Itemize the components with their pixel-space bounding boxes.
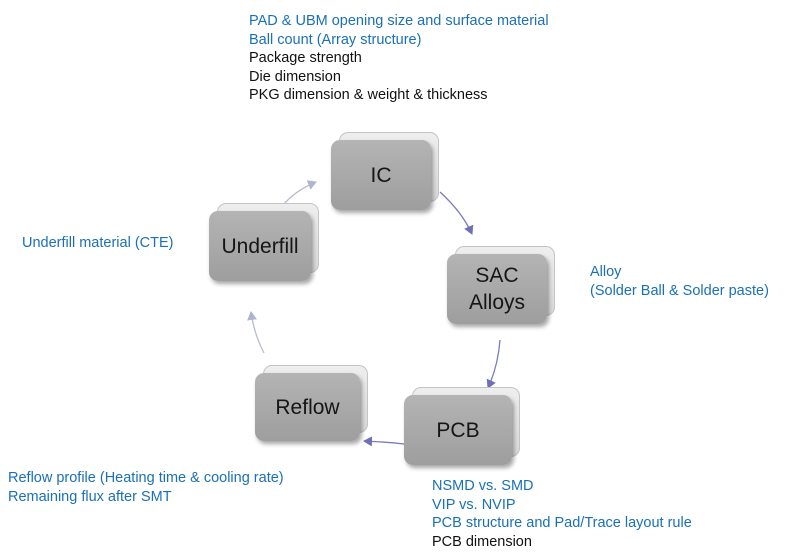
ic-notes: PAD & UBM opening size and surface mater… — [249, 12, 549, 105]
sac-note-alloy: Alloy — [590, 264, 622, 280]
reflow-node: Reflow — [255, 365, 368, 441]
reflow-node-label: Reflow — [275, 395, 340, 419]
arrow-reflow-to-underfill — [247, 311, 265, 354]
ic-note-pkg-dimension: PKG dimension & weight & thickness — [249, 87, 488, 103]
ic-note-die-dimension: Die dimension — [249, 68, 341, 85]
arrow-ic-to-sac — [439, 191, 474, 235]
pcb-note-vip: VIP vs. NVIP — [432, 496, 516, 513]
sac-alloys-node: SAC Alloys — [447, 246, 555, 324]
ic-node: IC — [331, 132, 439, 210]
pcb-node-label: PCB — [436, 418, 480, 442]
reflow-note-profile: Reflow profile (Heating time & cooling r… — [8, 470, 284, 486]
ic-node-label: IC — [370, 163, 392, 187]
sac-node-label-line2: Alloys — [468, 291, 526, 314]
arrow-sac-to-pcb — [486, 339, 501, 389]
sac-node-label-line1: SAC — [475, 264, 519, 287]
sac-notes: Alloy (Solder Ball & Solder paste) — [590, 263, 769, 300]
pcb-note-structure: PCB structure and Pad/Trace layout rule — [432, 515, 692, 531]
arrow-pcb-to-reflow — [363, 436, 405, 447]
underfill-note-material: Underfill material (CTE) — [22, 235, 174, 251]
pcb-notes: NSMD vs. SMD VIP vs. NVIP PCB structure … — [432, 477, 692, 551]
pcb-note-nsmd: NSMD vs. SMD — [432, 478, 534, 494]
ic-note-package-strength: Package strength — [249, 50, 362, 66]
ic-note-pad-ubm: PAD & UBM opening size and surface mater… — [249, 13, 549, 29]
reflow-note-flux: Remaining flux after SMT — [8, 488, 172, 505]
ic-note-ball-count: Ball count (Array structure) — [249, 31, 422, 48]
pcb-node: PCB — [404, 387, 520, 465]
sac-note-solder: (Solder Ball & Solder paste) — [590, 282, 769, 299]
underfill-node: Underfill — [209, 203, 319, 281]
reflow-notes: Reflow profile (Heating time & cooling r… — [8, 469, 284, 506]
underfill-node-label: Underfill — [221, 234, 299, 258]
pcb-note-dimension: PCB dimension — [432, 533, 532, 550]
underfill-notes: Underfill material (CTE) — [22, 234, 173, 253]
